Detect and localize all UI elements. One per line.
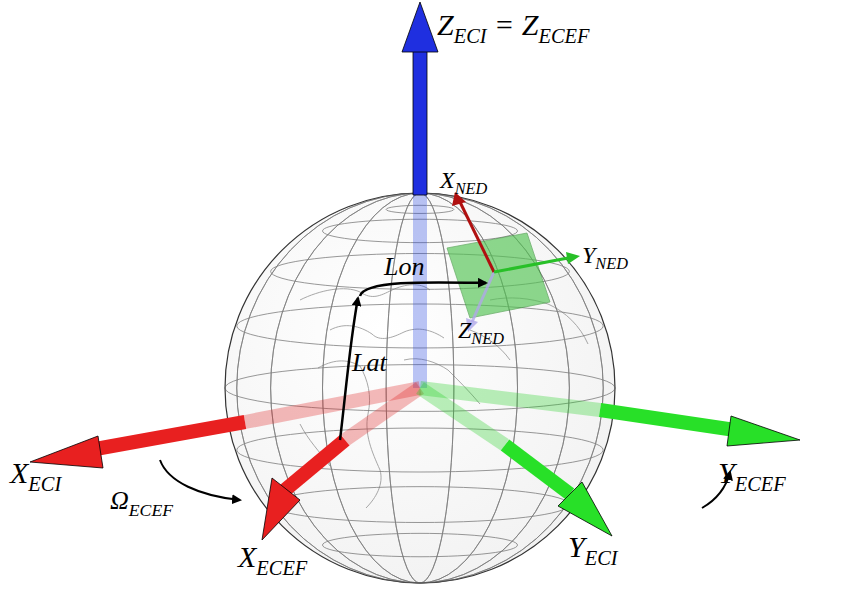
rotation-arrow xyxy=(160,460,240,500)
y-eci-label: YECI xyxy=(568,532,618,568)
symbol-letter: Z xyxy=(458,317,471,343)
symbol-letter: Ω xyxy=(110,486,129,515)
z-ned-axis xyxy=(472,272,494,322)
subscript: NED xyxy=(455,179,488,198)
longitude-arrow xyxy=(360,282,486,296)
x-eci-axis xyxy=(90,422,245,450)
z-ned-label: ZNED xyxy=(458,318,504,348)
subscript: ECI xyxy=(454,25,487,47)
subscript: ECI xyxy=(585,547,618,569)
y-ned-axis xyxy=(494,258,568,272)
graticule xyxy=(225,193,615,583)
subscript: ECEF xyxy=(538,25,589,47)
subscript: ECI xyxy=(28,473,61,495)
x-ned-axis xyxy=(460,202,494,272)
subscript: NED xyxy=(471,329,504,348)
x-ned-label: XNED xyxy=(440,168,487,198)
globe-outline xyxy=(225,193,615,583)
x-eci-label: XECI xyxy=(10,458,61,494)
longitude-label: Lon xyxy=(384,254,424,280)
symbol-letter: X xyxy=(440,167,455,193)
subscript: ECEF xyxy=(129,500,173,520)
symbol-letter: Y xyxy=(582,242,595,268)
omega-ecef-label: ΩECEF xyxy=(110,488,173,519)
symbol-letter: X xyxy=(10,456,28,489)
symbol-letter: X xyxy=(238,540,256,573)
symbol-letter: Z xyxy=(522,8,539,41)
subscript: NED xyxy=(595,254,628,273)
symbol-letter: Y xyxy=(718,456,735,489)
symbol-letter: Z xyxy=(437,8,454,41)
y-ecef-axis xyxy=(600,410,735,430)
ned-tangent-plane xyxy=(447,233,550,318)
x-ecef-axis xyxy=(285,440,345,490)
y-ecef-label: YECEF xyxy=(718,458,786,494)
z-axis-label: ZECI = ZECEF xyxy=(437,10,589,46)
subscript: ECEF xyxy=(256,557,307,579)
x-ecef-label: XECEF xyxy=(238,542,307,578)
z-axis xyxy=(413,50,427,195)
symbol-letter: Y xyxy=(568,530,585,563)
subscript: ECEF xyxy=(735,473,786,495)
latitude-label: Lat xyxy=(352,350,387,376)
y-eci-axis xyxy=(505,445,570,494)
y-ned-label: YNED xyxy=(582,243,628,273)
